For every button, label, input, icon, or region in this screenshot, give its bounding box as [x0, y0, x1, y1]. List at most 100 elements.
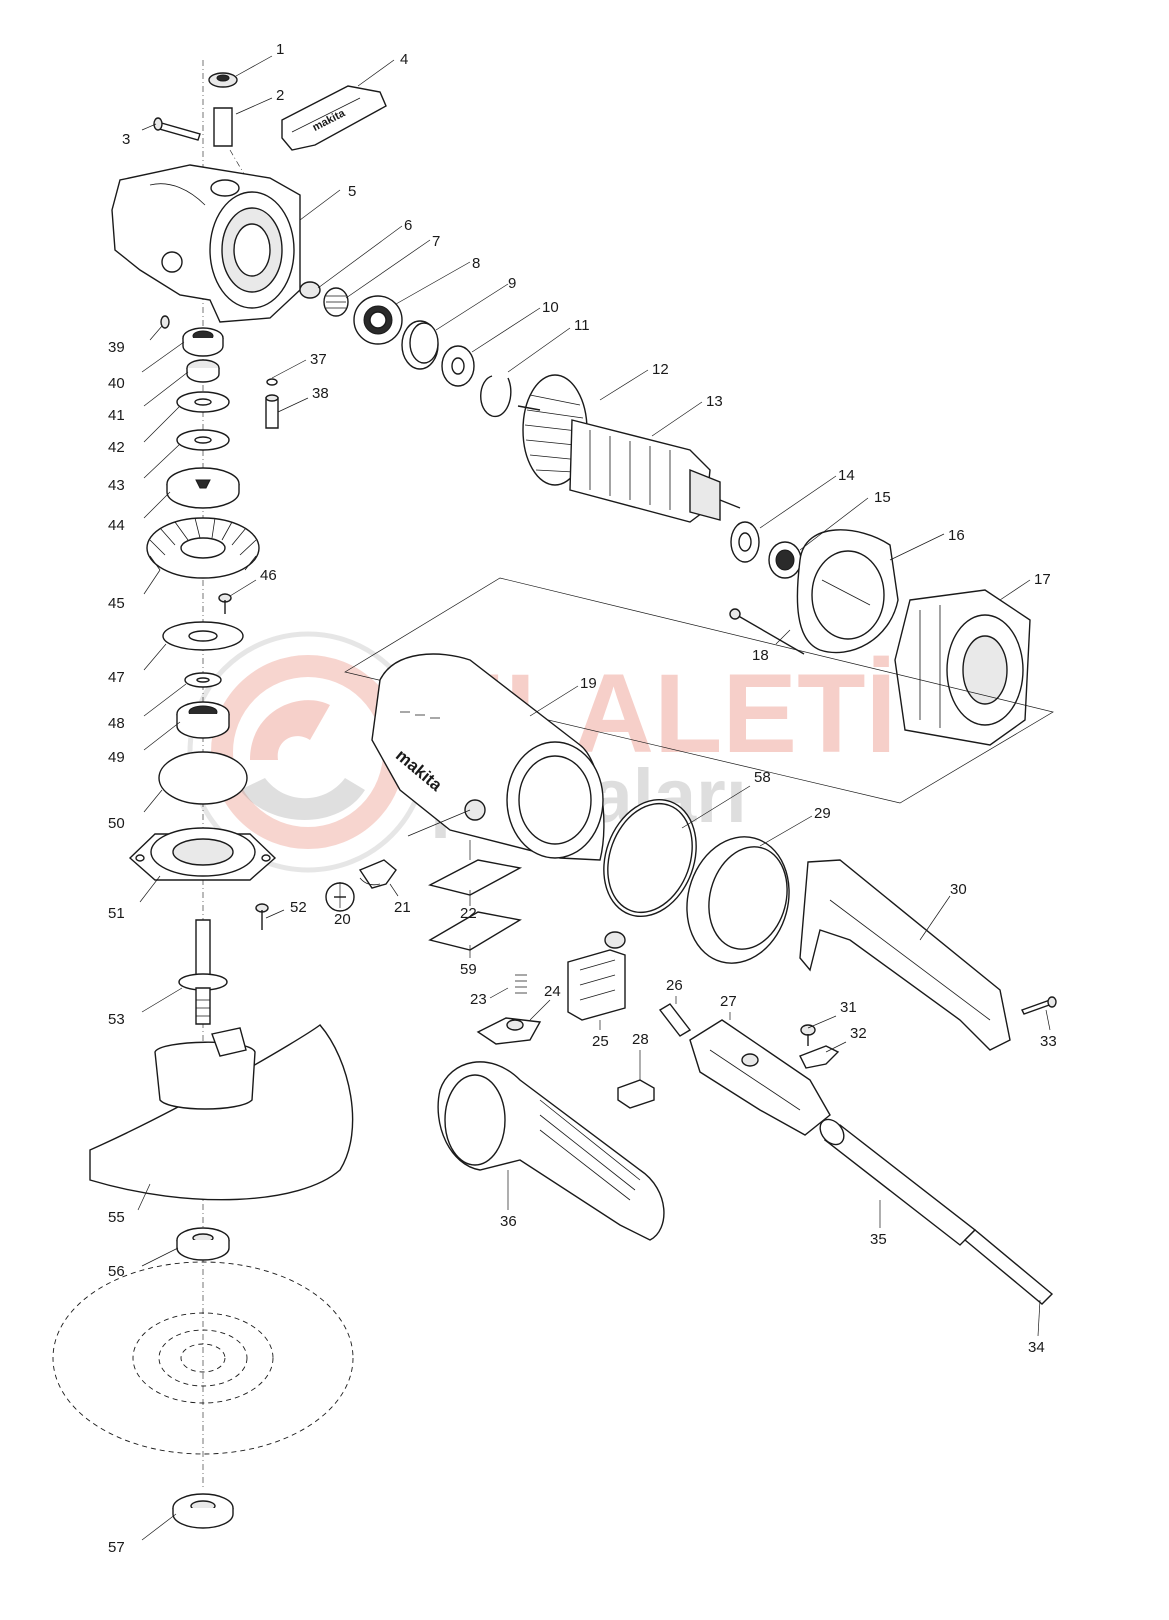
label-p24: 24 [544, 983, 561, 1000]
part-23-spring [515, 974, 527, 994]
part-37-o-ring [266, 378, 278, 386]
label-p20: 20 [334, 911, 351, 928]
part-31-screw [800, 1024, 816, 1046]
label-p4: 4 [400, 51, 408, 68]
part-34-power-cord [963, 1229, 1054, 1305]
part-49-ball-bearing [176, 701, 230, 739]
label-p31: 31 [840, 999, 857, 1016]
part-38-shaft-lock [265, 394, 279, 429]
label-p57: 57 [108, 1539, 125, 1556]
part-55-wheel-guard [89, 1024, 354, 1201]
part-18-long-screw [729, 608, 805, 655]
part-58-o-ring [603, 798, 697, 918]
label-p50: 50 [108, 815, 125, 832]
part-25-noise-suppressor [567, 931, 626, 1021]
label-p12: 12 [652, 361, 669, 378]
label-p37: 37 [310, 351, 327, 368]
part-24-switch-lever [476, 1017, 542, 1045]
label-p17: 17 [1034, 571, 1051, 588]
label-p6: 6 [404, 217, 412, 234]
label-p35: 35 [870, 1231, 887, 1248]
part-39-pin [160, 315, 170, 329]
label-p39: 39 [108, 339, 125, 356]
label-p5: 5 [348, 183, 356, 200]
label-p27: 27 [720, 993, 737, 1010]
part-53-spindle [178, 919, 228, 1025]
part-29-rear-cover [686, 836, 790, 964]
label-p29: 29 [814, 805, 831, 822]
label-p9: 9 [508, 275, 516, 292]
label-p26: 26 [666, 977, 683, 994]
label-p23: 23 [470, 991, 487, 1008]
part-45-spiral-bevel-gear [146, 517, 260, 579]
label-p41: 41 [108, 407, 125, 424]
label-p40: 40 [108, 375, 125, 392]
label-p10: 10 [542, 299, 559, 316]
label-p53: 53 [108, 1011, 125, 1028]
part-7-pinion-gear [323, 287, 349, 317]
part-41-needle-bearing [186, 359, 220, 383]
label-p32: 32 [850, 1025, 867, 1042]
label-p22: 22 [460, 905, 477, 922]
part-15-ball-bearing [768, 541, 802, 579]
part-48-washer [184, 672, 222, 688]
wheel-disc-outline [52, 1261, 354, 1455]
label-p18: 18 [752, 647, 769, 664]
label-p46: 46 [260, 567, 277, 584]
label-p11: 11 [574, 317, 590, 334]
part-47-bearing-retainer [162, 621, 244, 651]
part-10-washer [441, 345, 475, 387]
part-labels: 1 2 3 4 5 6 7 8 9 10 11 12 13 14 15 16 1… [108, 41, 1057, 1556]
label-p25: 25 [592, 1033, 609, 1050]
part-26-small-insulator [658, 1003, 692, 1037]
part-28-sponge [617, 1079, 655, 1109]
leader-lines [137, 55, 1051, 1541]
label-p48: 48 [108, 715, 125, 732]
part-17-field-assembly [894, 589, 1031, 746]
part-4-lever-cover: makita [281, 85, 387, 151]
part-56-inner-flange [176, 1227, 230, 1261]
part-50-o-ring [158, 751, 248, 805]
label-p38: 38 [312, 385, 329, 402]
label-p58: 58 [754, 769, 771, 786]
part-8-ball-bearing [353, 295, 403, 345]
part-30-handle-half [799, 859, 1011, 1051]
label-p13: 13 [706, 393, 723, 410]
part-36-rear-grip [437, 1061, 665, 1241]
label-p43: 43 [108, 477, 125, 494]
part-40-bearing [182, 327, 224, 357]
label-p45: 45 [108, 595, 125, 612]
part-21-carbon-brush [358, 859, 397, 889]
label-p36: 36 [500, 1213, 517, 1230]
part-9-retaining-ring [401, 320, 439, 370]
label-p2: 2 [276, 87, 284, 104]
label-p51: 51 [108, 905, 125, 922]
part-46-screw [218, 593, 232, 614]
label-p21: 21 [394, 899, 411, 916]
part-44-lock-plate [166, 467, 240, 509]
label-p8: 8 [472, 255, 480, 272]
part-1-cap [208, 72, 238, 88]
part-33-screw [1021, 996, 1057, 1015]
label-p33: 33 [1040, 1033, 1057, 1050]
label-p55: 55 [108, 1209, 125, 1226]
part-22-label-plate [428, 859, 523, 896]
label-p47: 47 [108, 669, 125, 686]
part-57-lock-nut [172, 1493, 234, 1529]
part-6-nut [299, 281, 321, 299]
part-14-dust-ring [730, 521, 760, 563]
label-p28: 28 [632, 1031, 649, 1048]
part-59-label-plate [428, 911, 522, 951]
label-p42: 42 [108, 439, 125, 456]
label-p7: 7 [432, 233, 440, 250]
part-35-cord-guard [819, 1118, 977, 1246]
label-p34: 34 [1028, 1339, 1045, 1356]
part-43-washer [176, 429, 230, 451]
part-27-controller [689, 1019, 831, 1136]
part-52-screw [255, 903, 269, 930]
label-p49: 49 [108, 749, 125, 766]
label-p30: 30 [950, 881, 967, 898]
part-3-screw [153, 117, 201, 141]
label-p3: 3 [122, 131, 130, 148]
